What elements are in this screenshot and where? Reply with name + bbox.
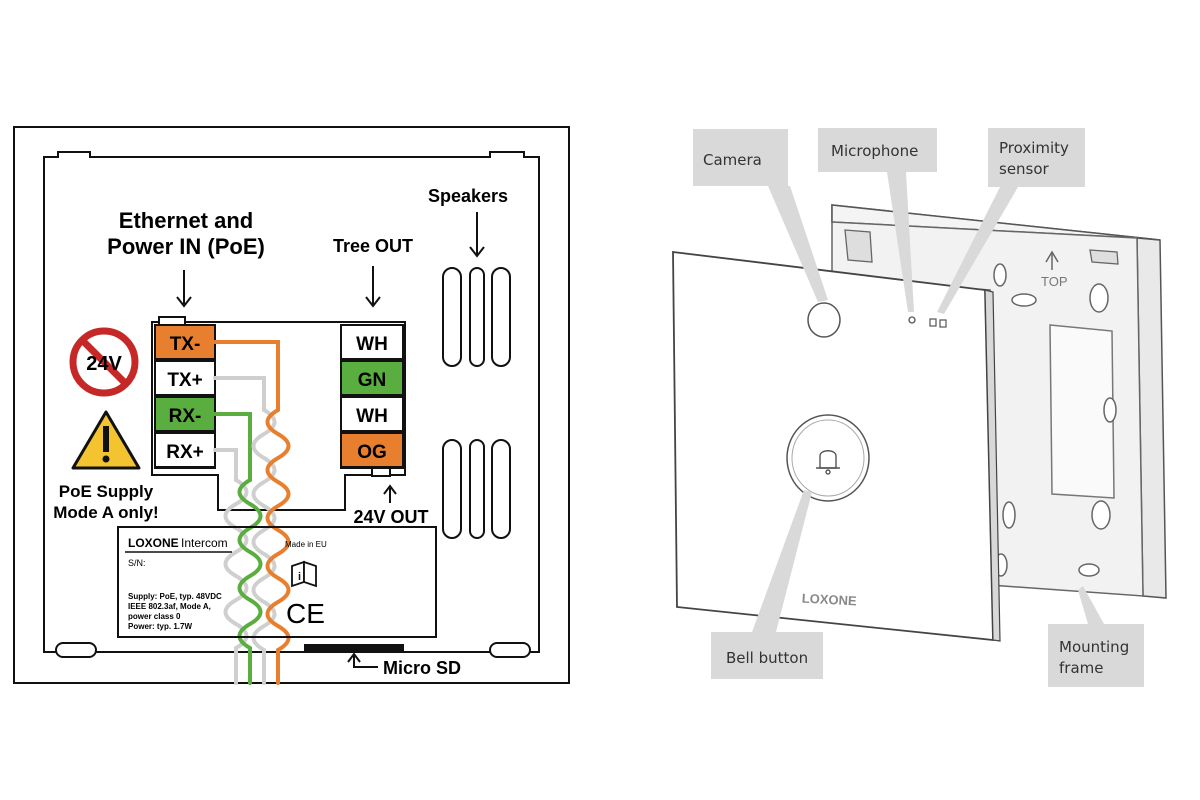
ethernet-title-line1: Ethernet and <box>119 208 253 233</box>
callout-proximity-line1: Proximity <box>999 139 1069 157</box>
terminal-og: OG <box>340 432 404 468</box>
terminal-label: TX- <box>170 334 201 355</box>
product-sticker: LOXONE Intercom Made in EU S/N: Supply: … <box>117 526 437 638</box>
mounting-frame: TOP <box>831 204 1167 599</box>
sticker-spec-3: power class 0 <box>128 612 181 621</box>
sticker-spec-4: Power: typ. 1.7W <box>128 622 192 631</box>
callout-proximity: Proximity sensor <box>937 128 1085 314</box>
poe-note-line1: PoE Supply <box>59 482 154 501</box>
ethernet-wires <box>213 340 291 685</box>
callout-bell: Bell button <box>711 490 823 679</box>
svg-text:i: i <box>298 571 301 583</box>
sticker-made-in: Made in EU <box>285 540 327 549</box>
warning-icon <box>71 410 141 470</box>
callout-microphone: Microphone <box>818 128 937 312</box>
micro-sd-label: Micro SD <box>383 658 461 678</box>
callout-mounting: Mounting frame <box>1048 586 1144 687</box>
device-logo: LOXONE <box>801 591 857 609</box>
speakers-label: Speakers <box>428 186 508 206</box>
bell-icon <box>816 450 840 475</box>
callout-camera: Camera <box>693 129 828 302</box>
speaker-grille-bottom <box>442 439 511 539</box>
corner-clips <box>844 229 1119 265</box>
front-cover: LOXONE <box>672 250 1001 642</box>
terminal-tx-plus: TX+ <box>154 360 216 396</box>
proximity-sensor <box>929 318 947 328</box>
terminal-wh-2: WH <box>340 396 404 432</box>
terminal-label: OG <box>357 442 387 463</box>
callout-mounting-line2: frame <box>1059 659 1103 677</box>
no-24v-icon: 24V <box>69 327 139 397</box>
arrow-down-icon <box>365 266 381 308</box>
poe-note-line2: Mode A only! <box>53 503 158 522</box>
callout-bell-label: Bell button <box>726 649 808 667</box>
terminal-label: WH <box>356 334 388 355</box>
speaker-grille-top <box>442 267 511 367</box>
callout-mounting-line1: Mounting <box>1059 638 1129 656</box>
terminal-tx-minus: TX- <box>154 324 216 360</box>
arrow-up-icon <box>1045 250 1059 270</box>
terminal-block-tree: WH GN WH OG <box>340 324 404 477</box>
sticker-sn: S/N: <box>128 558 146 568</box>
no-24v-label: 24V <box>86 353 122 375</box>
terminal-rx-plus: RX+ <box>154 432 216 468</box>
sticker-spec-1: Supply: PoE, typ. 48VDC <box>128 592 222 601</box>
callout-camera-label: Camera <box>703 151 762 169</box>
sticker-product: Intercom <box>181 536 228 550</box>
arrow-down-icon <box>176 270 192 308</box>
ethernet-title-line2: Power IN (PoE) <box>107 234 265 259</box>
terminal-wh-1: WH <box>340 324 404 360</box>
terminal-block-poe: TX- TX+ RX- RX+ <box>154 316 216 469</box>
callout-proximity-line2: sensor <box>999 160 1050 178</box>
terminal-label: WH <box>356 406 388 427</box>
manual-book-icon: i <box>291 560 317 588</box>
terminal-label: RX- <box>169 406 202 427</box>
tree-out-label: Tree OUT <box>333 236 413 256</box>
out-24v-label: 24V OUT <box>353 507 428 527</box>
camera-lens <box>807 302 841 338</box>
bell-button <box>786 414 870 502</box>
terminal-rx-minus: RX- <box>154 396 216 432</box>
microphone-hole <box>908 316 916 324</box>
terminal-gn: GN <box>340 360 404 396</box>
arrow-up-icon <box>383 484 397 503</box>
sticker-spec-2: IEEE 802.3af, Mode A, <box>128 602 211 611</box>
arrow-up-icon <box>347 652 378 668</box>
terminal-label: RX+ <box>166 442 204 463</box>
terminal-label: TX+ <box>167 370 202 391</box>
top-marker: TOP <box>1041 274 1068 289</box>
sticker-brand: LOXONE <box>128 536 179 550</box>
micro-sd-slot <box>304 644 404 651</box>
arrow-down-icon <box>469 212 485 258</box>
ce-mark: CE <box>286 598 325 629</box>
terminal-label: GN <box>358 370 387 391</box>
callout-microphone-label: Microphone <box>831 142 918 160</box>
